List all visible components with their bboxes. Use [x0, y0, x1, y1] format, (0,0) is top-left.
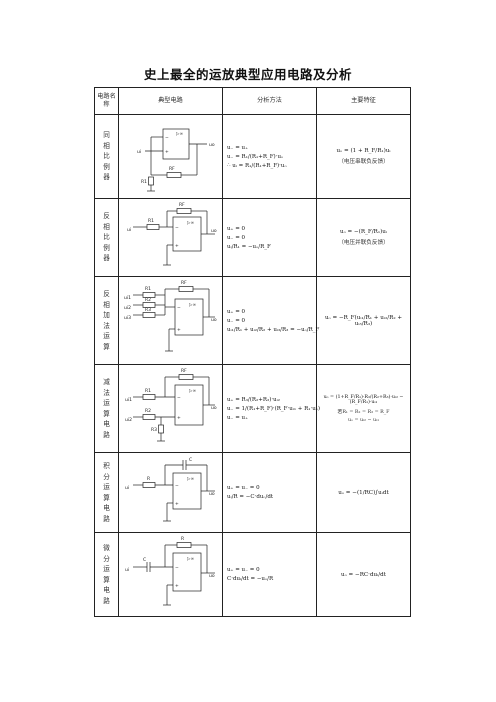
feature-cell: uₒ = −(1/RC)∫uᵢdt	[316, 452, 411, 533]
input-label: ui	[137, 149, 141, 155]
rf-label: RF	[169, 166, 175, 172]
svg-text:▷∞: ▷∞	[176, 132, 183, 137]
table-row: 减法运算电路	[94, 364, 411, 453]
output-label: uo	[211, 318, 217, 323]
analysis-cell: u₊ = 0 u₋ = 0 uᵢ/R₁ = −uₒ/R_F	[222, 198, 317, 277]
header-name: 电路名称	[94, 87, 119, 115]
page-title: 史上最全的运放典型应用电路及分析	[143, 67, 352, 82]
output-label: uo	[209, 574, 215, 579]
inverting-amplifier-diagram: ▷∞ − + ui uo RF R1	[127, 202, 217, 265]
input2-label: ui2	[125, 417, 132, 423]
table-row: 同相比例器 ▷∞	[94, 114, 411, 199]
rf-label: RF	[181, 280, 187, 286]
subtractor-diagram: ▷∞ − + ui1 ui2 R1 R2 R3 RF uo	[125, 368, 217, 441]
header-feature: 主要特征	[316, 87, 411, 115]
r1-label: R1	[145, 388, 151, 394]
input1-label: ui1	[125, 397, 132, 403]
input2-label: ui2	[124, 305, 131, 311]
output-label: uo	[211, 406, 217, 411]
row-name: 反相比例器	[94, 198, 119, 277]
output-label: uo	[211, 229, 217, 234]
analysis-cell: u₊ = R₃/(R₂+R₃)·uᵢ₂ u₋ = 1/(R₁+R_F)·(R_F…	[222, 364, 320, 453]
svg-text:+: +	[175, 583, 179, 589]
circuit-diagram: ▷∞ − + ui C R uo	[118, 532, 223, 617]
header-analysis: 分析方法	[222, 87, 317, 115]
svg-text:−: −	[177, 396, 181, 401]
output-label: uo	[209, 492, 215, 497]
feature-cell: uₒ = (1 + R_F/R₁)uᵢ （电压串联负反馈）	[316, 114, 411, 199]
r3-label: R3	[145, 307, 151, 313]
svg-text:−: −	[165, 136, 169, 141]
circuit-diagram: ▷∞ − + ui1 ui2 R1 R2 R3 RF uo	[118, 364, 223, 453]
header-circuit: 典型电路	[118, 87, 223, 115]
circuit-diagram: ▷∞ − + ui uo RF R1	[118, 198, 223, 277]
integrator-diagram: ▷∞ − + ui R C uo	[125, 457, 215, 521]
analysis-cell: u₋ = u₊ u₋ = R₁/(R₁+R_F)·uₒ ∴ uᵢ = R₁/(R…	[222, 114, 317, 199]
table-row: 积分运算电路 ▷∞	[94, 452, 411, 533]
svg-text:−: −	[175, 484, 179, 489]
r-label: R	[181, 536, 184, 542]
r2-label: R2	[145, 297, 151, 303]
svg-text:▷∞: ▷∞	[187, 477, 194, 482]
svg-text:▷∞: ▷∞	[187, 221, 194, 226]
r2-label: R2	[145, 408, 151, 414]
r-label: R	[147, 476, 150, 482]
row-name: 积分运算电路	[94, 452, 119, 533]
inverting-summing-amplifier-diagram: ▷∞ − + ui1 ui2 ui3 R1 R2 R3 RF uo	[124, 280, 217, 351]
row-name: 减法运算电路	[94, 364, 119, 453]
input-label: ui	[125, 485, 129, 491]
r3-label: R3	[151, 427, 157, 433]
svg-text:▷∞: ▷∞	[189, 303, 196, 308]
svg-text:▷∞: ▷∞	[189, 389, 196, 394]
table-header-row: 电路名称 典型电路 分析方法 主要特征	[94, 87, 411, 115]
row-name: 反相加法运算	[94, 276, 119, 365]
svg-text:+: +	[175, 501, 179, 507]
c-label: C	[189, 457, 192, 463]
svg-text:−: −	[175, 566, 179, 571]
circuit-table: 电路名称 典型电路 分析方法 主要特征 同相比例器	[94, 87, 411, 617]
feature-cell: uₒ = (1+R_F/R₁)·R₃/(R₂+R₃)·uᵢ₂ − (R_F/R₁…	[316, 364, 411, 453]
svg-text:+: +	[175, 243, 179, 249]
input-label: ui	[127, 227, 131, 233]
feature-cell: uₒ = −RC·duᵢ/dt	[316, 532, 411, 617]
row-name: 微分运算电路	[94, 532, 119, 617]
svg-text:−: −	[177, 306, 181, 311]
rf-label: RF	[181, 368, 187, 374]
input1-label: ui1	[124, 295, 131, 301]
svg-text:−: −	[175, 226, 179, 231]
r1-label: R1	[148, 218, 154, 224]
svg-text:+: +	[177, 415, 181, 421]
circuit-diagram: ▷∞ − + ui uo RF R1	[118, 114, 223, 199]
feature-cell: uₒ = −R_F(uᵢ₁/R₁ + uᵢ₂/R₂ + uᵢ₃/R₃)	[316, 276, 411, 365]
r1-label: R1	[145, 286, 151, 292]
table-row: 反相比例器	[94, 198, 411, 277]
table-row: 微分运算电路	[94, 532, 411, 617]
rf-label: RF	[179, 202, 185, 208]
input-label: ui	[125, 567, 129, 573]
differentiator-diagram: ▷∞ − + ui C R uo	[125, 536, 215, 605]
output-label: uo	[209, 143, 215, 148]
circuit-diagram: ▷∞ − + ui1 ui2 ui3 R1 R2 R3 RF uo	[118, 276, 223, 365]
feature-cell: uₒ = −(R_F/R₁)uᵢ （电压并联负反馈）	[316, 198, 411, 277]
svg-text:+: +	[165, 149, 169, 155]
r1-label: R1	[141, 179, 147, 185]
svg-text:+: +	[177, 327, 181, 333]
table-row: 反相加法运算	[94, 276, 411, 365]
analysis-cell: u₊ = u₋ = 0 C·duᵢ/dt = −uₒ/R	[222, 532, 317, 617]
c-label: C	[143, 557, 146, 563]
noninverting-amplifier-diagram: ▷∞ − + ui uo RF R1	[137, 128, 215, 191]
svg-text:▷∞: ▷∞	[187, 557, 194, 562]
analysis-cell: u₊ = u₋ = 0 uᵢ/R = −C·duₒ/dt	[222, 452, 317, 533]
circuit-diagram: ▷∞ − + ui R C uo	[118, 452, 223, 533]
row-name: 同相比例器	[94, 114, 119, 199]
input3-label: ui3	[124, 315, 131, 321]
analysis-cell: u₊ = 0 u₋ = 0 uᵢ₁/R₁ + uᵢ₂/R₂ + uᵢ₃/R₃ =…	[222, 276, 319, 365]
